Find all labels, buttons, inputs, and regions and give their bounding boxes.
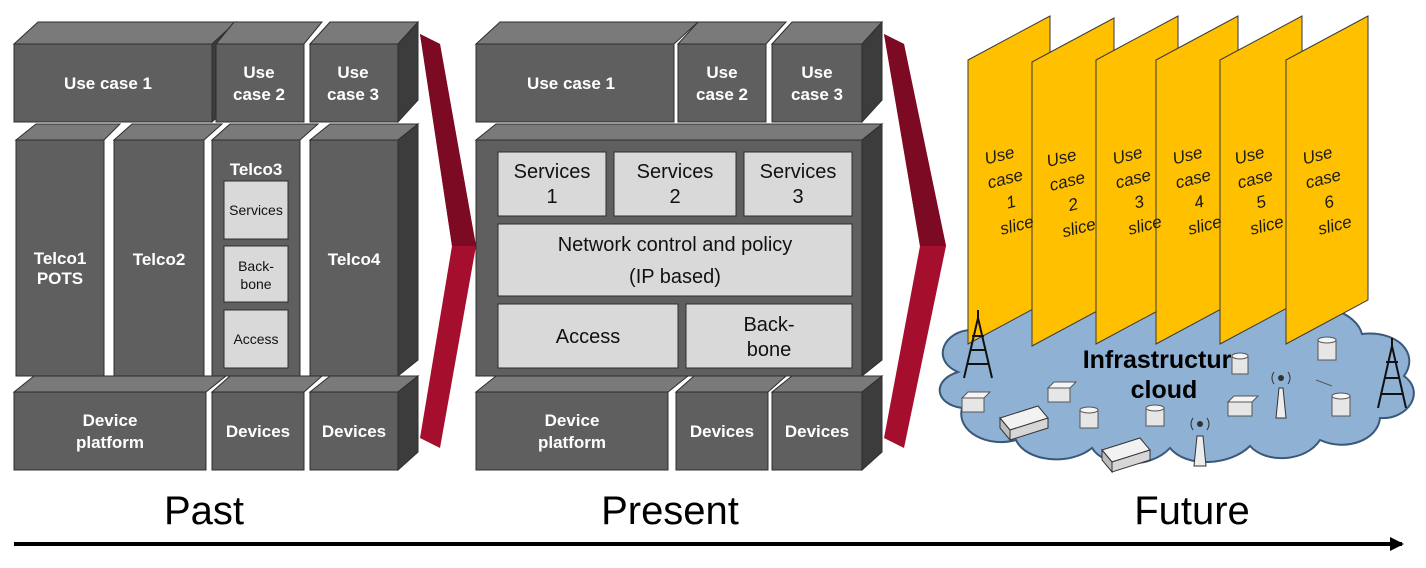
- present-access-label: Access: [556, 326, 620, 348]
- present-use-case-2-label-line2: case 2: [696, 85, 748, 104]
- present-device-platform-label-line2: platform: [538, 433, 606, 452]
- present-use-case-3-block: Use case 3: [770, 20, 884, 124]
- present-backbone-label-line1: Back-: [743, 314, 794, 336]
- slice-1-label-line3: 1: [1004, 192, 1018, 213]
- past-use-case-2-label-line2: case 2: [233, 85, 285, 104]
- connector-line: [1315, 379, 1333, 387]
- past-telco1-label-line1: Telco1: [34, 249, 87, 268]
- present-devices-1-label: Devices: [690, 422, 754, 441]
- router-icon: [1101, 437, 1151, 474]
- present-device-platform-label-line1: Device: [545, 411, 600, 430]
- past-telco3-backbone-label-line1: Back-: [238, 258, 274, 274]
- past-telco1-label-line2: POTS: [37, 269, 83, 288]
- slice-3-labels: Use case 3 slice: [1110, 143, 1163, 239]
- past-stack: Use case 1 Use case 2 Use case 3 Telco1 …: [12, 20, 420, 472]
- past-telco2-block: Telco2: [112, 123, 224, 377]
- present-services-2-label-line1: Services: [637, 161, 714, 183]
- present-services-1-label-line2: 1: [546, 186, 557, 208]
- storage-cylinder-icon: [1145, 404, 1165, 427]
- past-devices-1-label: Devices: [226, 422, 290, 441]
- era-label-present: Present: [601, 489, 739, 533]
- past-use-case-3-label-line2: case 3: [327, 85, 379, 104]
- router-icon: [999, 405, 1049, 442]
- storage-cylinder-icon: [1317, 336, 1337, 361]
- past-use-case-3-label-line1: Use: [337, 63, 368, 82]
- past-telco3-label: Telco3: [230, 160, 283, 179]
- present-devices-2-label: Devices: [785, 422, 849, 441]
- era-label-future: Future: [1134, 489, 1250, 533]
- past-use-case-2-label-line1: Use: [243, 63, 274, 82]
- past-telco2-label: Telco2: [133, 250, 186, 269]
- present-devices-1-block: Devices: [674, 375, 788, 471]
- storage-cylinder-icon: [1079, 406, 1099, 429]
- past-telco3-block: Telco3 Services Back- bone Access: [210, 123, 320, 377]
- past-telco3-backbone-label-line2: bone: [240, 276, 271, 292]
- era-label-past: Past: [164, 489, 244, 533]
- slice-4-label-line3: 4: [1192, 192, 1206, 213]
- slice-6: [1285, 15, 1369, 345]
- server-box-icon: [1046, 381, 1078, 403]
- future-scene: Use case 1 slice Use case 2 slice Use ca…: [938, 15, 1415, 474]
- antenna-icon: [1271, 371, 1291, 419]
- past-telco4-block: Telco4: [308, 122, 420, 378]
- slice-1-labels: Use case 1 slice: [982, 143, 1035, 239]
- past-telco1-block: Telco1 POTS: [14, 123, 122, 377]
- past-telco4-label: Telco4: [328, 250, 381, 269]
- present-backbone-label-line2: bone: [747, 339, 792, 361]
- present-use-case-2-label-line1: Use: [706, 63, 737, 82]
- past-devices-1-block: Devices: [210, 375, 324, 471]
- present-use-case-3-label-line2: case 3: [791, 85, 843, 104]
- past-use-case-1-label: Use case 1: [64, 74, 152, 93]
- chevron-past-present: [420, 34, 476, 448]
- past-use-case-3-block: Use case 3: [308, 20, 420, 124]
- cell-tower-icon: [963, 310, 993, 379]
- antenna-icon: [1190, 417, 1210, 467]
- past-use-case-1-block: Use case 1: [12, 20, 238, 124]
- past-device-platform-label-line2: platform: [76, 433, 144, 452]
- server-box-icon: [1226, 395, 1260, 417]
- present-device-platform-block: Device platform: [474, 375, 690, 471]
- present-use-case-1-block: Use case 1: [474, 21, 700, 123]
- present-devices-2-block: Devices: [770, 374, 884, 472]
- present-use-case-2-block: Use case 2: [676, 21, 788, 123]
- past-telco3-services-label: Services: [229, 202, 283, 218]
- slice-6-labels: Use case 6 slice: [1300, 143, 1353, 239]
- cell-tower-icon: [1377, 338, 1407, 409]
- present-services-1-label-line1: Services: [514, 161, 591, 183]
- server-box-icon: [960, 391, 992, 413]
- present-stack: Use case 1 Use case 2 Use case 3 Service…: [474, 20, 884, 472]
- present-network-control-label-line2: (IP based): [629, 266, 721, 288]
- past-device-platform-block: Device platform: [12, 375, 228, 471]
- chevron-present-future: [884, 34, 946, 448]
- present-services-3-label-line2: 3: [792, 186, 803, 208]
- present-network-block: Services 1 Services 2 Services 3 Network…: [474, 122, 884, 378]
- past-telco3-access-label: Access: [233, 331, 278, 347]
- present-network-control-label-line1: Network control and policy: [558, 234, 793, 256]
- past-use-case-2-block: Use case 2: [214, 21, 324, 123]
- present-use-case-1-label: Use case 1: [527, 74, 615, 93]
- past-devices-2-label: Devices: [322, 422, 386, 441]
- present-services-3-label-line1: Services: [760, 161, 837, 183]
- storage-cylinder-icon: [1331, 392, 1351, 417]
- present-services-2-label-line2: 2: [669, 186, 680, 208]
- cloud-label-line1: Infrastructure: [1083, 346, 1246, 374]
- past-device-platform-label-line1: Device: [83, 411, 138, 430]
- cloud-label-line2: cloud: [1131, 376, 1198, 404]
- present-use-case-3-label-line1: Use: [801, 63, 832, 82]
- storage-cylinder-icon: [1231, 352, 1249, 375]
- past-devices-2-block: Devices: [308, 374, 420, 472]
